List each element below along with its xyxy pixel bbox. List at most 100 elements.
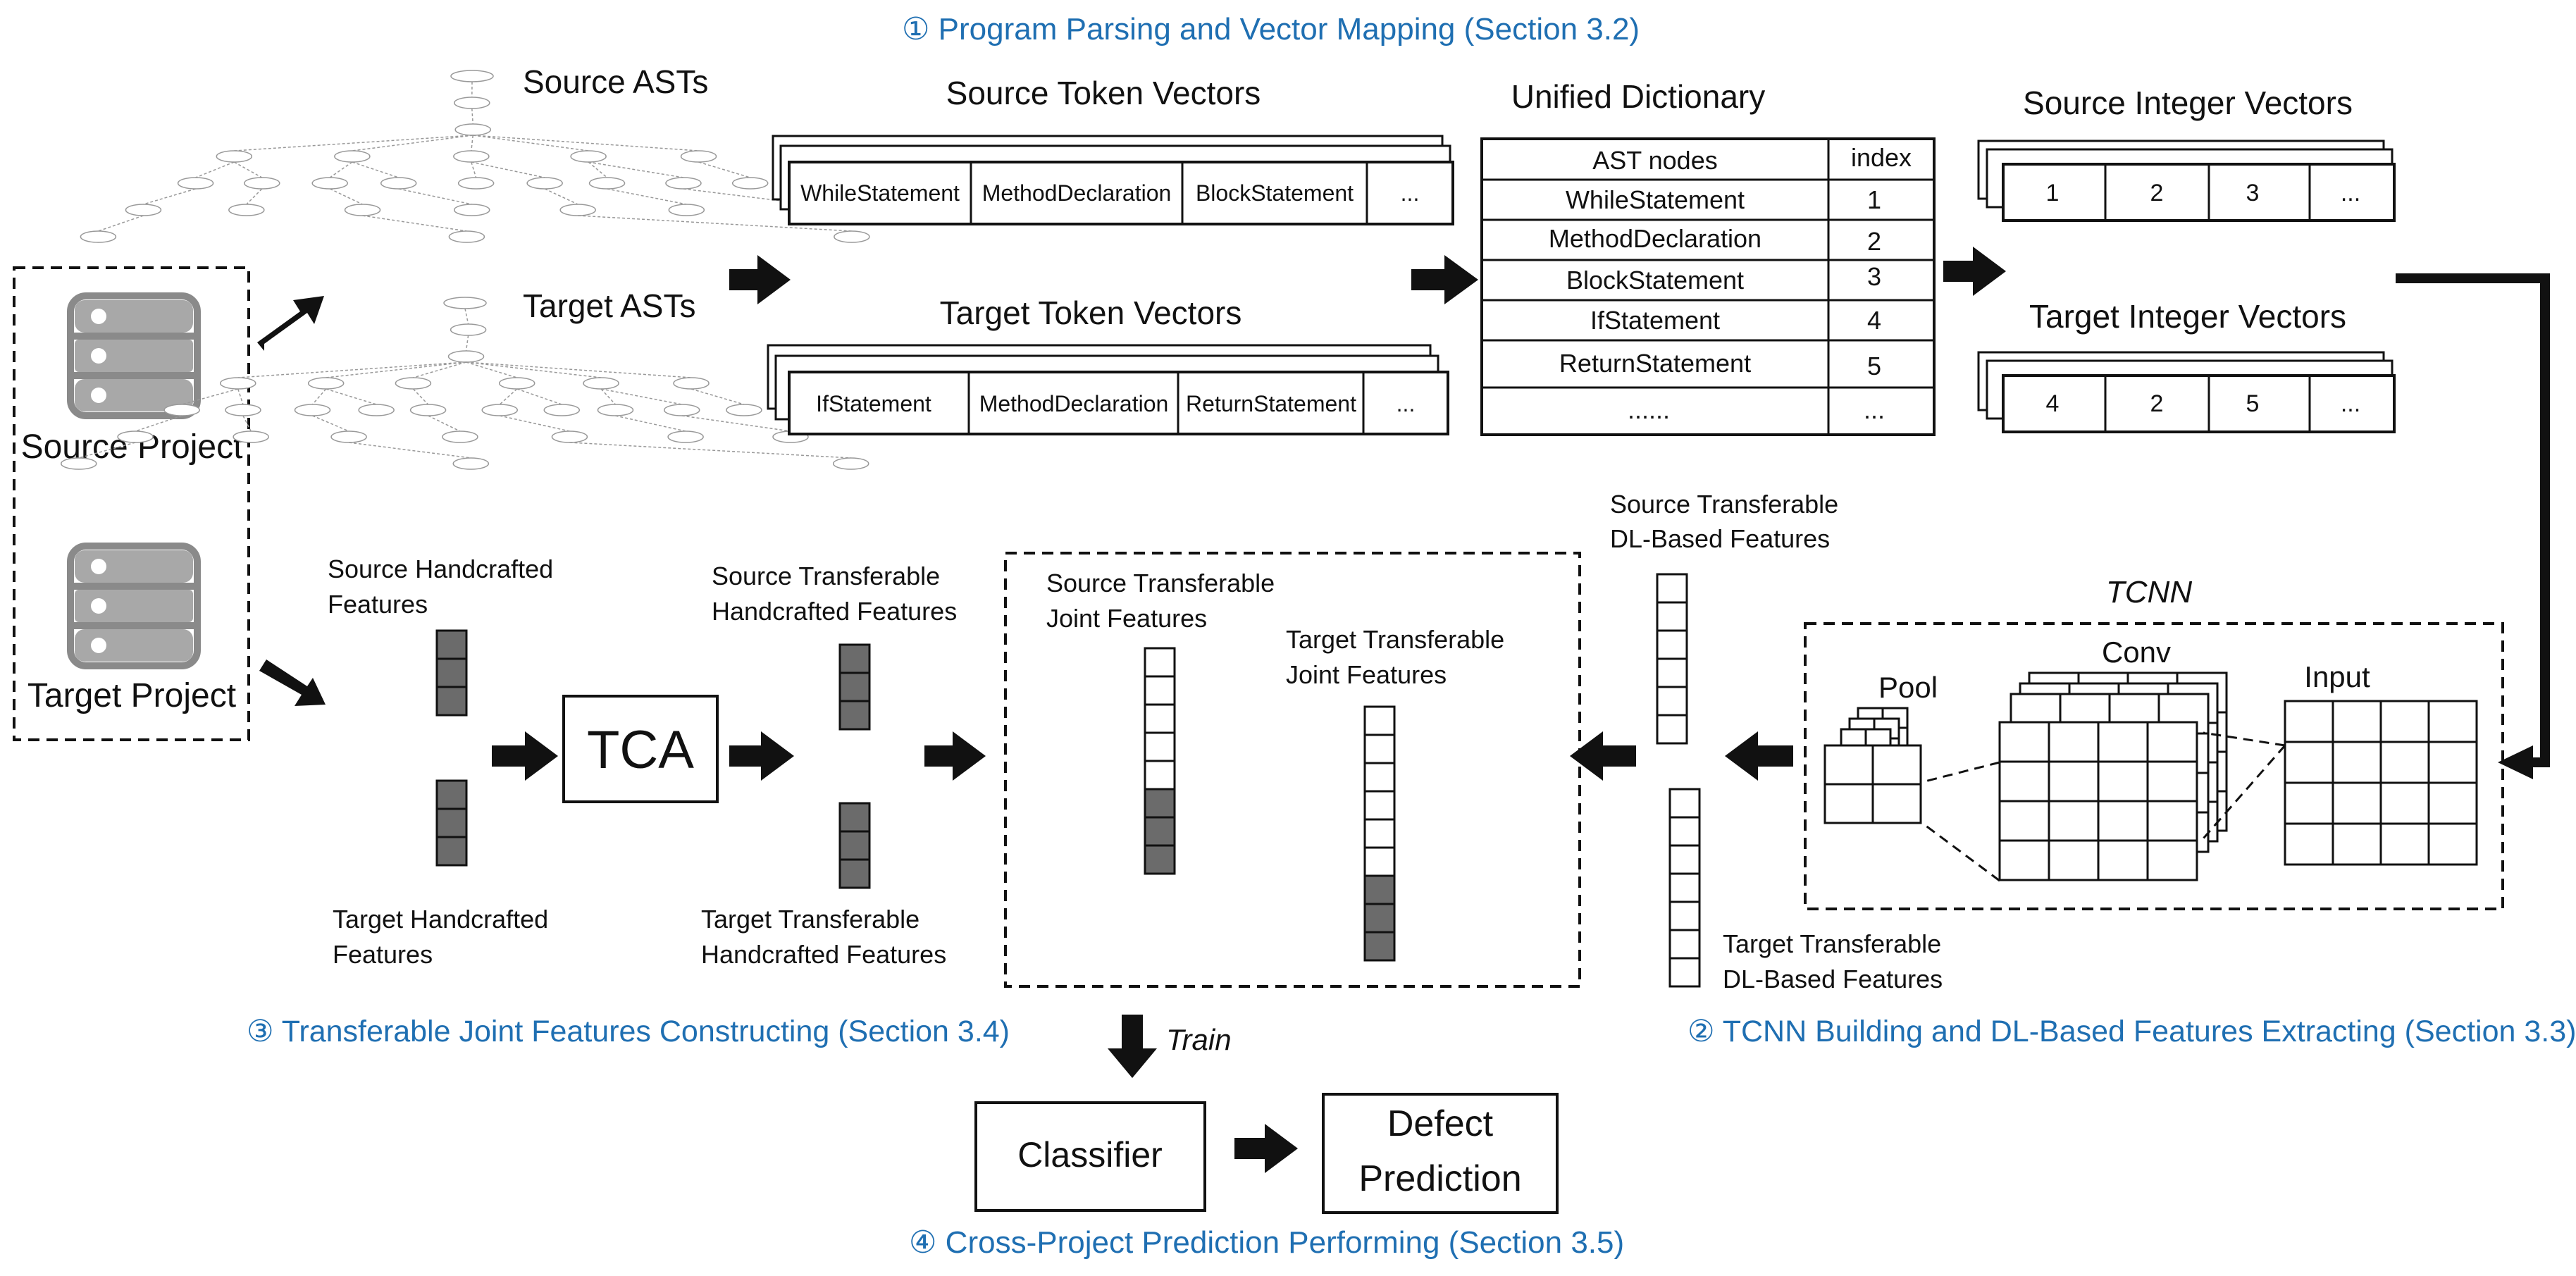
ast-node — [452, 457, 490, 470]
feature-cell — [1144, 703, 1176, 734]
feature-cell — [435, 807, 468, 838]
ast-node — [294, 404, 331, 416]
dictionary-row-node: ReturnStatement — [1559, 349, 1751, 378]
dictionary-row-index: 4 — [1867, 306, 1881, 335]
ast-node — [344, 204, 381, 216]
ast-node — [358, 404, 395, 416]
tcnn-feature-maps — [1823, 671, 2478, 882]
feature-cell — [1363, 733, 1396, 764]
target-dl-feature-vector — [1668, 788, 1701, 988]
feature-cell — [1363, 790, 1396, 821]
ast-edge — [329, 188, 363, 205]
ast-node — [450, 323, 487, 336]
feature-cell — [1668, 788, 1701, 819]
arrow-to-handcrafted — [259, 659, 326, 706]
source-integer-cell: 1 — [2046, 180, 2060, 206]
feature-cell — [1656, 601, 1688, 632]
ast-node — [233, 431, 269, 443]
connector-integers-to-tcnn — [2396, 273, 2550, 767]
ast-node — [834, 230, 870, 243]
source-handcrafted-label-2: Features — [328, 590, 428, 619]
target-project-label: Target Project — [27, 677, 236, 714]
ast-node — [559, 204, 596, 216]
step-3-label: ③ Transferable Joint Features Constructi… — [247, 1015, 1010, 1048]
dictionary-header-index: index — [1851, 143, 1912, 172]
ast-node — [216, 150, 253, 163]
feature-cell — [1363, 818, 1396, 849]
ast-node — [680, 150, 717, 163]
arrow-to-asts — [257, 296, 324, 351]
ast-edge — [326, 388, 377, 405]
source-integer-vectors-title: Source Integer Vectors — [2023, 85, 2353, 121]
source-token-cell: WhileStatement — [800, 180, 960, 206]
ast-edge — [98, 215, 144, 232]
arrow-handcrafted-to-tca — [492, 731, 558, 781]
defect-prediction-label-2: Prediction — [1358, 1158, 1521, 1199]
feature-cell — [1656, 657, 1688, 688]
ast-edge — [691, 388, 745, 405]
arrow-tcnn-to-dl-features — [1725, 731, 1793, 781]
ast-node — [225, 404, 261, 416]
target-integer-vector: 4 2 5 ... — [2002, 374, 2396, 433]
source-joint-features-label-1: Source Transferable — [1046, 569, 1275, 597]
arrow-into-tcnn — [2498, 745, 2533, 779]
conv-label: Conv — [2102, 636, 2171, 669]
defect-prediction-box — [1322, 1093, 1559, 1214]
ast-node — [454, 123, 491, 136]
source-handcrafted-label-1: Source Handcrafted — [328, 555, 553, 583]
ast-edge — [329, 161, 353, 178]
feature-cell — [1668, 844, 1701, 875]
source-token-cell: ... — [1401, 180, 1420, 206]
dictionary-table: AST nodes index WhileStatement 1 MethodD… — [1480, 137, 1936, 436]
source-handcrafted-feature-vector — [435, 629, 468, 717]
feature-cell — [1668, 816, 1701, 847]
feature-cell — [1363, 846, 1396, 877]
target-integer-cell: 2 — [2150, 390, 2164, 417]
target-dl-features-label-2: DL-Based Features — [1723, 965, 1943, 993]
ast-node — [450, 70, 494, 82]
source-integer-vector: 1 2 3 ... — [2002, 163, 2396, 222]
ast-edge — [326, 361, 466, 378]
feature-cell — [838, 643, 871, 674]
target-integer-cell: 4 — [2046, 390, 2060, 417]
dictionary-row-node: ...... — [1628, 395, 1670, 424]
ast-edge — [607, 188, 687, 205]
receptive-field-line — [1921, 761, 2000, 783]
arrow-tca-to-transferable — [729, 731, 794, 781]
source-integer-cell: 3 — [2246, 180, 2260, 206]
feature-cell — [1144, 844, 1176, 875]
ast-edge — [195, 161, 235, 178]
feature-cell — [1363, 762, 1396, 793]
feature-cell — [1656, 629, 1688, 660]
ast-edge — [465, 335, 469, 352]
receptive-field-line — [2202, 745, 2286, 839]
target-token-cell: IfStatement — [816, 391, 931, 416]
receptive-field-line — [2203, 731, 2286, 747]
arrow-to-joint-features — [924, 731, 986, 781]
ast-edge — [352, 161, 399, 178]
source-joint-feature-vector — [1144, 647, 1176, 875]
ast-node — [447, 350, 485, 363]
step-2-label: ② TCNN Building and DL-Based Features Ex… — [1688, 1015, 2576, 1048]
target-transferable-handcrafted-label-1: Target Transferable — [701, 905, 919, 934]
target-token-vector: IfStatement MethodDeclaration ReturnStat… — [788, 371, 1449, 435]
feature-cell — [1144, 675, 1176, 706]
ast-node — [163, 404, 200, 416]
target-handcrafted-feature-vector — [435, 779, 468, 867]
ast-node — [220, 377, 256, 390]
feature-cell — [838, 802, 871, 833]
ast-edge — [349, 442, 471, 459]
ast-node — [726, 404, 762, 416]
source-token-vectors-title: Source Token Vectors — [946, 75, 1261, 111]
arrow-dl-features-to-joint — [1570, 731, 1636, 781]
ast-node — [457, 177, 495, 190]
tcnn-title: TCNN — [2106, 575, 2192, 609]
ast-edge — [471, 135, 473, 151]
ast-node — [673, 377, 710, 390]
ast-node — [380, 177, 417, 190]
ast-edge — [471, 108, 473, 125]
arrow-classifier-to-prediction — [1234, 1124, 1298, 1173]
feature-cell — [838, 700, 871, 731]
ast-node — [832, 457, 869, 470]
ast-node — [311, 177, 348, 190]
